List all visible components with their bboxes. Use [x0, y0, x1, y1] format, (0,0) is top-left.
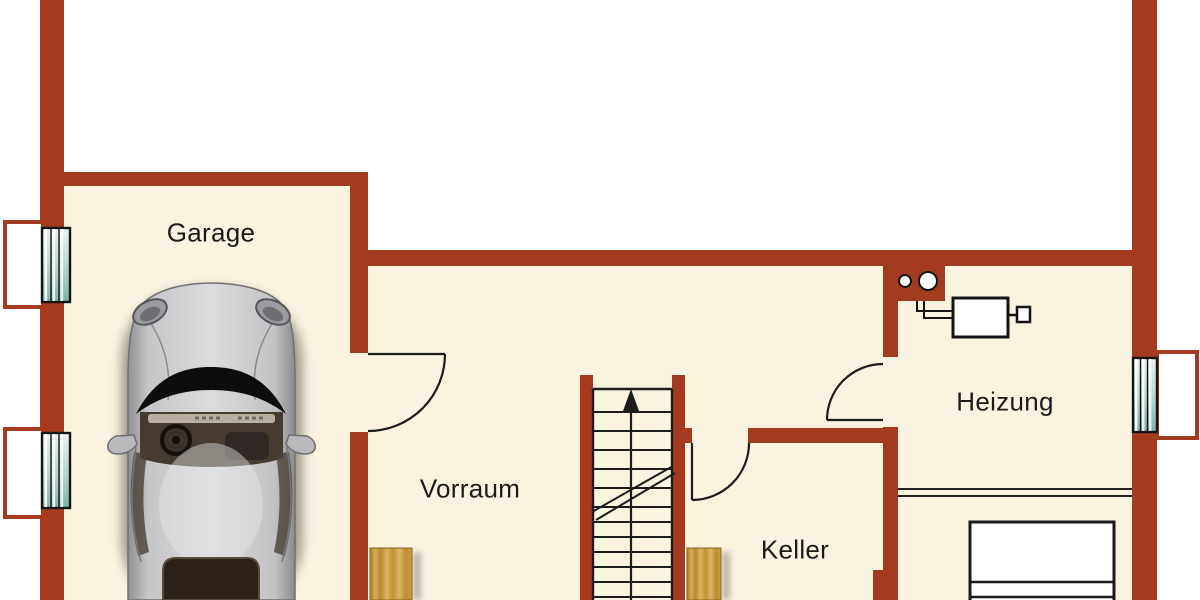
wall-heizung-left-upper	[883, 266, 898, 357]
doors	[367, 352, 884, 502]
stair-rail-right	[672, 375, 685, 600]
window-sill	[3, 220, 45, 309]
window-icon-right	[1131, 350, 1199, 440]
door-swing-icon-heizung	[825, 362, 884, 422]
mirror-left	[107, 434, 138, 455]
mirror-right	[285, 434, 316, 455]
wood-cabinet-icon-left	[369, 547, 421, 600]
stair-break-line	[591, 465, 676, 521]
windshield	[136, 367, 286, 414]
side-window-left	[130, 452, 149, 556]
cellar-stairs-icon	[968, 520, 1116, 600]
side-window-right	[274, 452, 293, 556]
wall-garage-right-lower	[350, 432, 368, 600]
wall-right-outer	[1132, 0, 1157, 600]
room-label-garage: Garage	[166, 217, 256, 248]
thin-partition-lines	[898, 488, 1132, 497]
room-label-heizung: Heizung	[956, 386, 1054, 417]
wood-cabinet-icon-right	[686, 547, 730, 600]
door-swing-icon-keller	[690, 442, 751, 502]
wall-keller-top	[748, 428, 885, 443]
garage-door-gap-floor	[350, 353, 368, 432]
window-sill	[3, 427, 45, 519]
room-label-keller: Keller	[760, 534, 830, 565]
window-sill	[1155, 350, 1199, 440]
window-icon-left-upper	[3, 220, 72, 309]
window-icon-left-lower	[3, 427, 72, 519]
heating-boiler-icon	[916, 296, 1032, 339]
wall-garage-right-upper	[350, 172, 368, 353]
wall-jog	[873, 570, 898, 600]
door-seams	[131, 446, 292, 563]
chimney-flues-icon	[898, 271, 938, 291]
wall-garage-top	[62, 172, 368, 186]
up-arrow-head	[623, 389, 639, 411]
staircase-up-arrow-icon	[591, 387, 676, 600]
rear-panel	[162, 557, 260, 600]
room-label-vorraum: Vorraum	[419, 473, 521, 504]
stair-rail-left	[580, 375, 593, 600]
door-swing-icon-garage	[367, 352, 447, 433]
passenger-seat	[225, 432, 269, 460]
car-top-view-icon	[107, 282, 316, 600]
wall-heizung-left-lower	[883, 427, 898, 600]
wall-middle-top	[368, 250, 1157, 266]
